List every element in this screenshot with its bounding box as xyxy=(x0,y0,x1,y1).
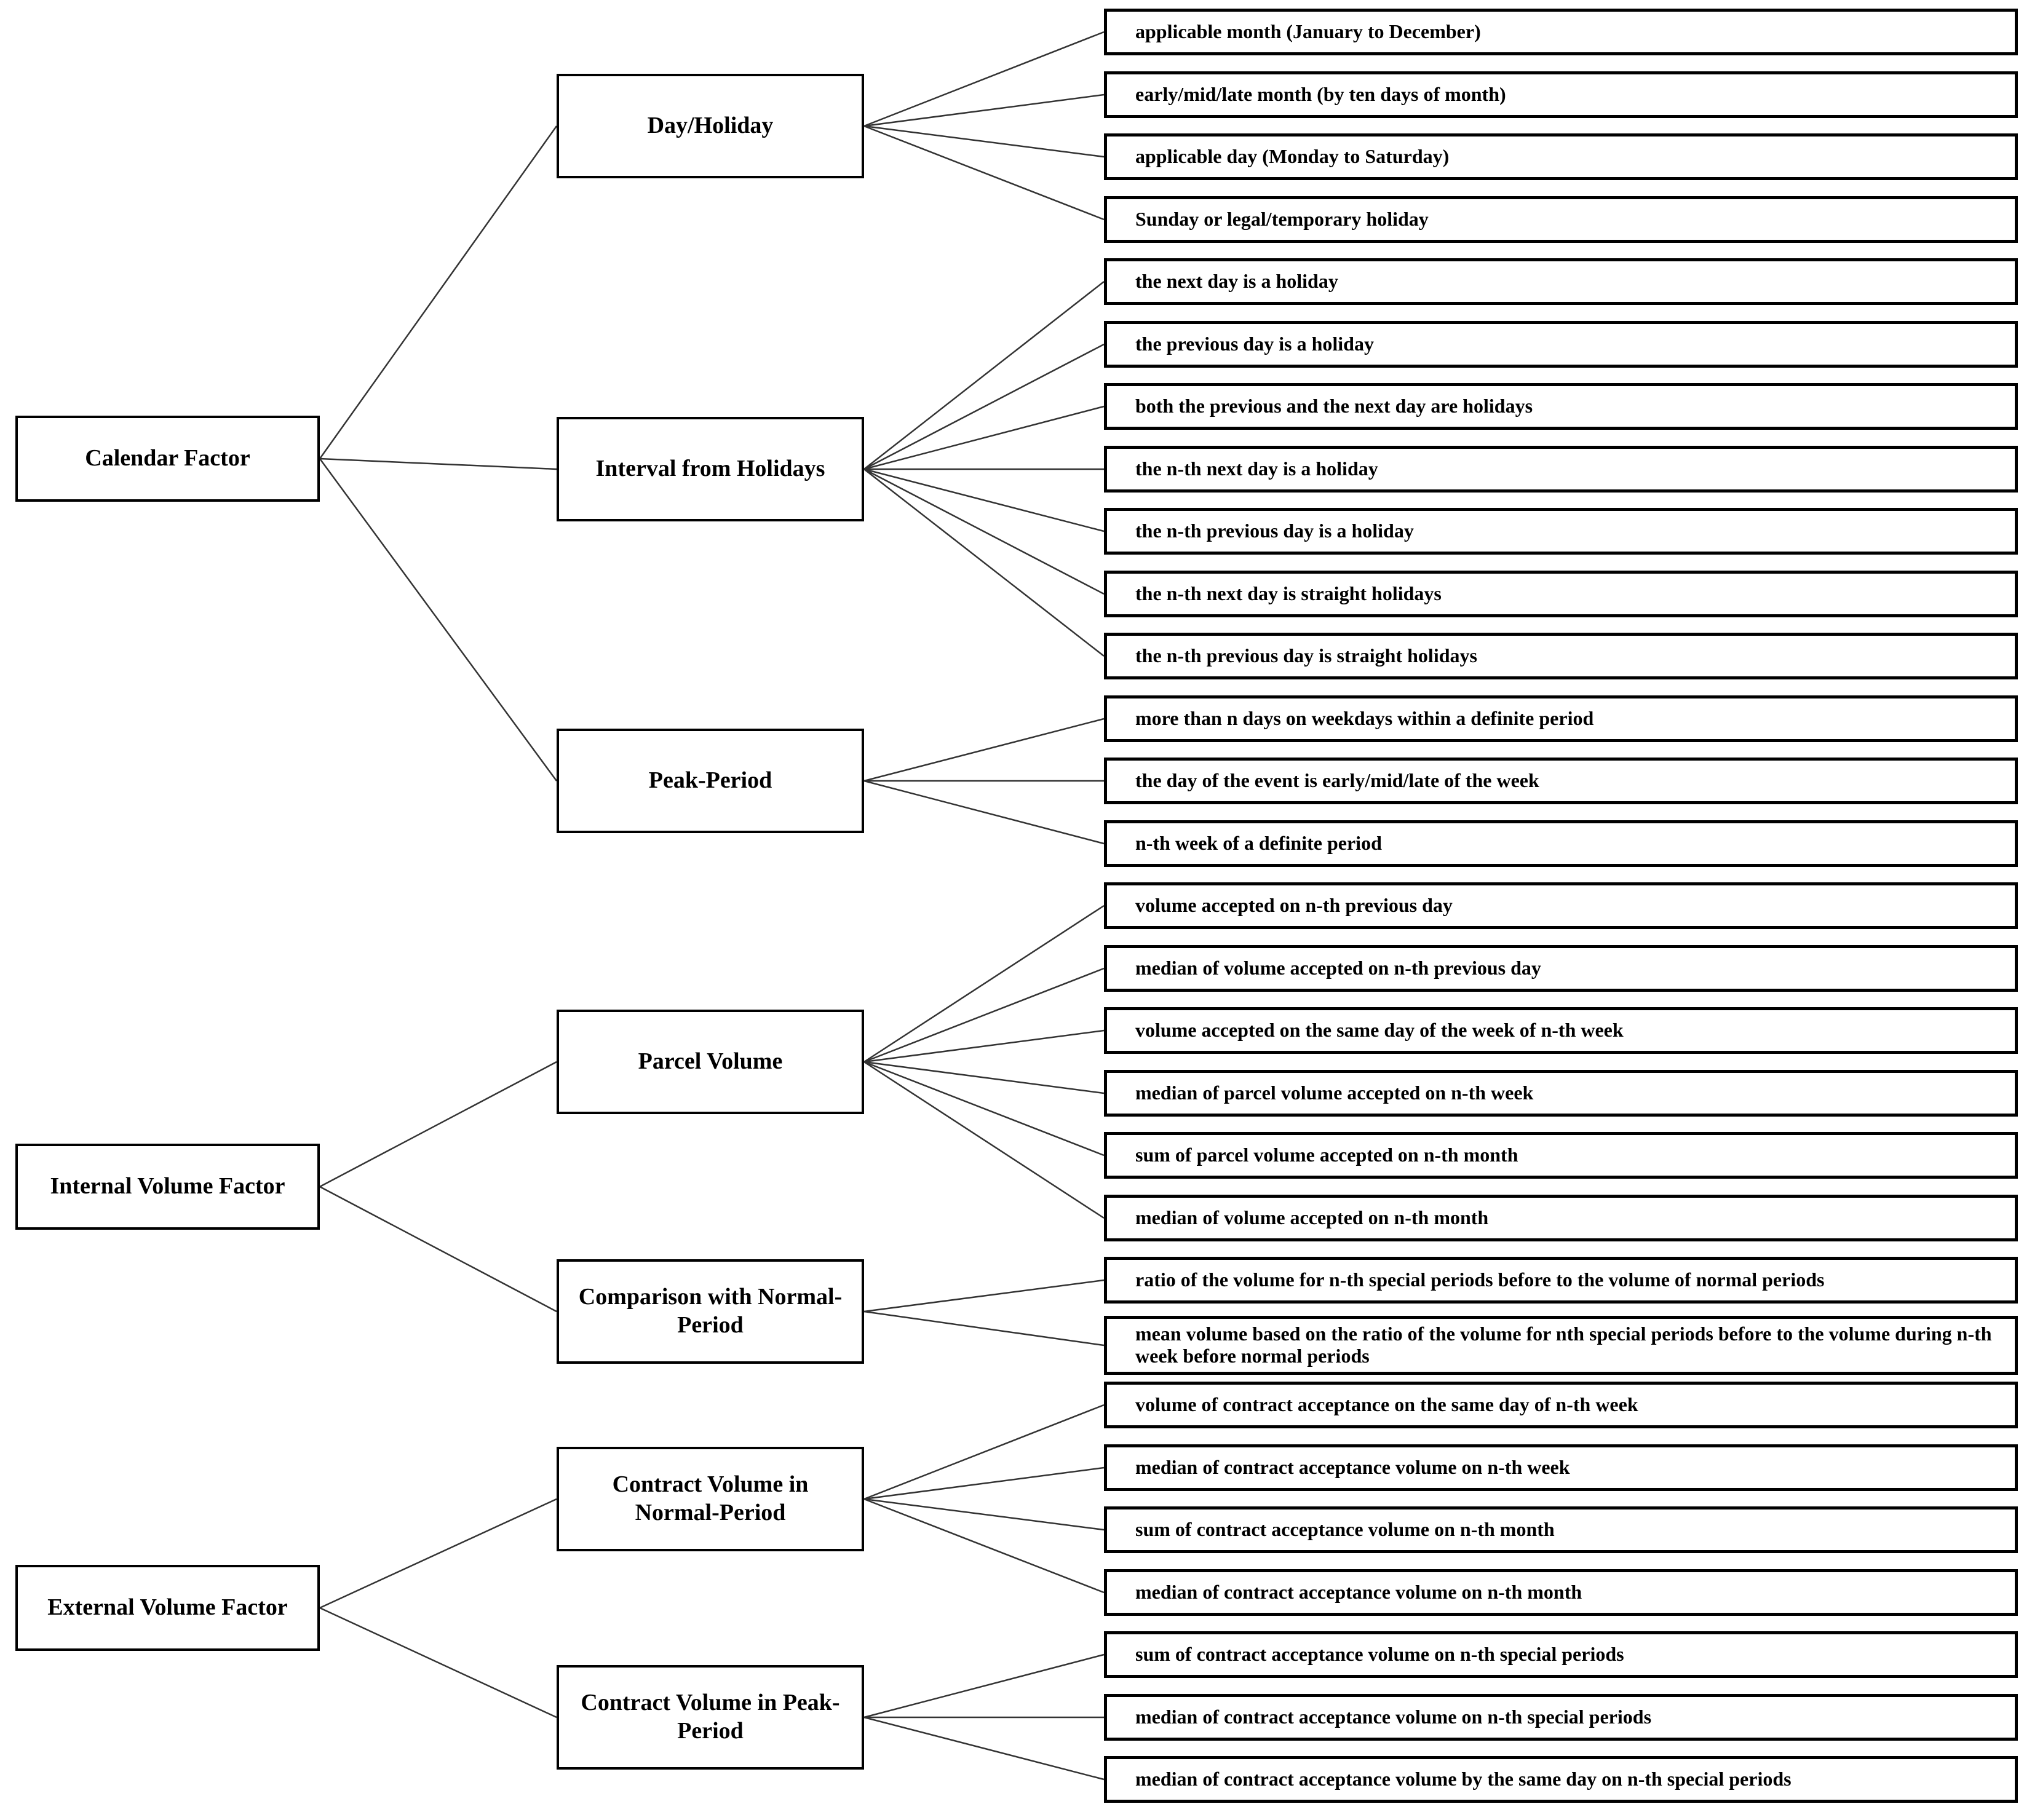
leaf-next-day-is-holiday: the next day is a holiday xyxy=(1104,258,2018,305)
category-comparison-with-normal-period: Comparison with Normal-Period xyxy=(557,1259,864,1364)
category-parcel-volume: Parcel Volume xyxy=(557,1010,864,1114)
leaf-median-contract-acceptance-nth-special-periods: median of contract acceptance volume on … xyxy=(1104,1694,2018,1741)
leaf-nth-previous-day-straight-holidays: the n-th previous day is straight holida… xyxy=(1104,633,2018,679)
root-internal-volume-factor: Internal Volume Factor xyxy=(15,1144,320,1230)
leaf-applicable-day: applicable day (Monday to Saturday) xyxy=(1104,133,2018,180)
leaf-nth-previous-day-is-holiday: the n-th previous day is a holiday xyxy=(1104,508,2018,555)
leaf-sum-contract-acceptance-nth-month: sum of contract acceptance volume on n-t… xyxy=(1104,1506,2018,1553)
root-external-volume-factor: External Volume Factor xyxy=(15,1565,320,1651)
leaf-median-contract-acceptance-same-day-special-periods: median of contract acceptance volume by … xyxy=(1104,1756,2018,1803)
category-day-holiday: Day/Holiday xyxy=(557,74,864,178)
leaf-contract-acceptance-same-day-nth-week: volume of contract acceptance on the sam… xyxy=(1104,1382,2018,1428)
leaf-nth-next-day-straight-holidays: the n-th next day is straight holidays xyxy=(1104,571,2018,617)
leaf-both-previous-and-next-day-holidays: both the previous and the next day are h… xyxy=(1104,383,2018,430)
leaf-early-mid-late-month: early/mid/late month (by ten days of mon… xyxy=(1104,71,2018,118)
leaf-median-volume-accepted-nth-previous-day: median of volume accepted on n-th previo… xyxy=(1104,945,2018,992)
category-peak-period: Peak-Period xyxy=(557,729,864,833)
leaf-ratio-volume-nth-special-periods: ratio of the volume for n-th special per… xyxy=(1104,1257,2018,1304)
root-calendar-factor: Calendar Factor xyxy=(15,416,320,502)
leaf-median-contract-acceptance-nth-month: median of contract acceptance volume on … xyxy=(1104,1569,2018,1616)
leaf-day-of-event-early-mid-late-week: the day of the event is early/mid/late o… xyxy=(1104,758,2018,804)
leaf-more-than-n-days-on-weekdays: more than n days on weekdays within a de… xyxy=(1104,695,2018,742)
leaf-median-volume-accepted-nth-month: median of volume accepted on n-th month xyxy=(1104,1195,2018,1241)
leaf-mean-volume-based-on-ratio: mean volume based on the ratio of the vo… xyxy=(1104,1316,2018,1375)
leaf-volume-accepted-nth-previous-day: volume accepted on n-th previous day xyxy=(1104,882,2018,929)
leaf-previous-day-is-holiday: the previous day is a holiday xyxy=(1104,321,2018,368)
category-interval-from-holidays: Interval from Holidays xyxy=(557,417,864,521)
leaf-sunday-or-legal-temporary-holiday: Sunday or legal/temporary holiday xyxy=(1104,196,2018,243)
leaf-median-contract-acceptance-nth-week: median of contract acceptance volume on … xyxy=(1104,1444,2018,1491)
leaf-applicable-month: applicable month (January to December) xyxy=(1104,9,2018,55)
category-contract-volume-normal-period: Contract Volume in Normal-Period xyxy=(557,1447,864,1551)
leaf-median-parcel-volume-accepted-nth-week: median of parcel volume accepted on n-th… xyxy=(1104,1070,2018,1117)
leaf-nth-week-of-definite-period: n-th week of a definite period xyxy=(1104,820,2018,867)
leaf-volume-accepted-same-day-of-week-nth-week: volume accepted on the same day of the w… xyxy=(1104,1007,2018,1054)
leaf-sum-parcel-volume-accepted-nth-month: sum of parcel volume accepted on n-th mo… xyxy=(1104,1132,2018,1179)
leaf-nth-next-day-is-holiday: the n-th next day is a holiday xyxy=(1104,446,2018,493)
category-contract-volume-peak-period: Contract Volume in Peak-Period xyxy=(557,1665,864,1770)
leaf-sum-contract-acceptance-nth-special-periods: sum of contract acceptance volume on n-t… xyxy=(1104,1631,2018,1678)
